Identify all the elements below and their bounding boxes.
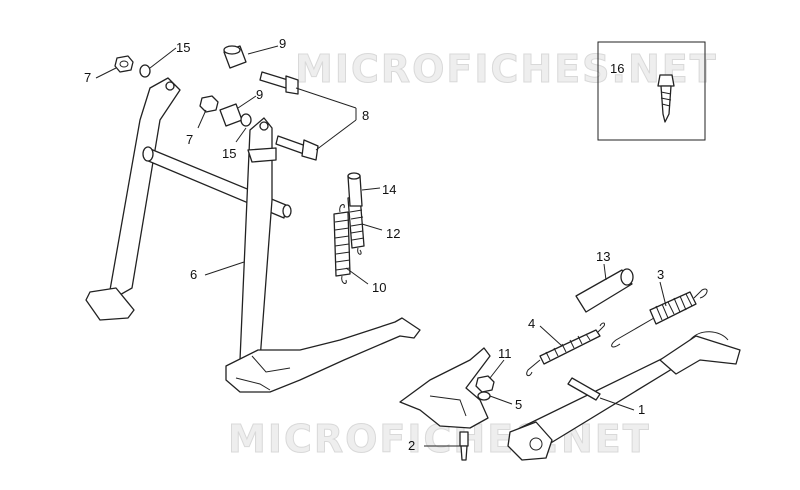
callout-10: 10 xyxy=(372,280,386,295)
part-16-screw xyxy=(657,74,675,123)
callout-1: 1 xyxy=(638,402,645,417)
callout-7-upper: 7 xyxy=(84,70,91,85)
callout-8: 8 xyxy=(362,108,369,123)
callout-15-upper: 15 xyxy=(176,40,190,55)
callout-11: 12 xyxy=(386,226,400,241)
callout-4: 4 xyxy=(528,316,535,331)
callout-3: 3 xyxy=(657,267,664,282)
part-13-sleeve xyxy=(347,172,363,207)
callout-15-lower: 15 xyxy=(222,146,236,161)
callout-14: 13 xyxy=(596,249,610,264)
callout-13: 14 xyxy=(382,182,396,197)
part-6-center-stand xyxy=(85,77,421,393)
part-14-sleeve xyxy=(575,268,634,313)
callout-6: 6 xyxy=(190,267,197,282)
part-10-spring xyxy=(333,204,351,284)
watermark-top: MICROFICHES.NET xyxy=(295,47,718,91)
part-7-nut-upper xyxy=(114,55,134,73)
part-12-nut xyxy=(475,375,495,393)
callout-5: 5 xyxy=(515,397,522,412)
part-2-screw xyxy=(459,431,469,461)
callout-7-lower: 7 xyxy=(186,132,193,147)
frame-bracket xyxy=(399,347,491,429)
part-4-spring xyxy=(526,322,605,377)
callout-labels: 16 7 15 9 9 7 15 8 14 12 10 6 13 3 4 11 … xyxy=(84,36,664,453)
part-3-spring xyxy=(611,288,708,348)
part-8-bolt-lower xyxy=(275,135,319,161)
part-8-bolt-upper xyxy=(259,71,299,95)
part-5-washer xyxy=(477,391,491,401)
part-15-washer-upper xyxy=(139,64,151,78)
callout-leaders xyxy=(95,45,667,447)
callout-9-lower: 9 xyxy=(256,87,263,102)
callout-12: 11 xyxy=(498,346,512,361)
callout-16: 16 xyxy=(610,61,624,76)
inset-box xyxy=(597,41,706,141)
part-1-side-stand xyxy=(507,331,741,461)
callout-2: 2 xyxy=(408,438,415,453)
part-7-nut-lower xyxy=(199,95,219,113)
part-15-washer-lower xyxy=(240,113,252,127)
callout-9-upper: 9 xyxy=(279,36,286,51)
part-9-bushing-upper xyxy=(223,45,247,69)
